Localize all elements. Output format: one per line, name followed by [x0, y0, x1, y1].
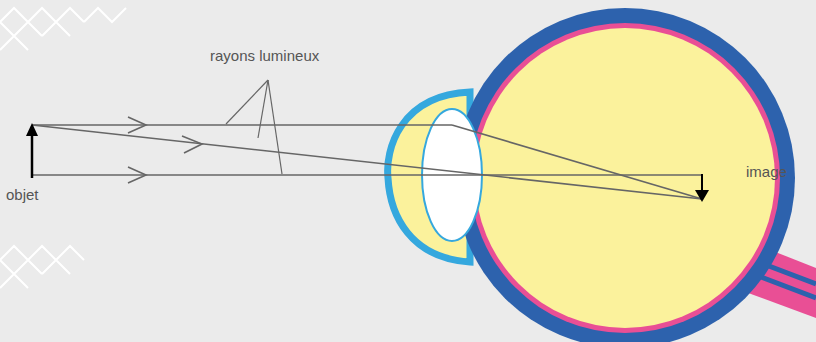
ray-label: rayons lumineux: [210, 48, 319, 65]
object-label: objet: [6, 187, 39, 204]
leader-line: [226, 80, 282, 174]
light-rays: [32, 117, 702, 199]
image-label: image: [746, 164, 787, 181]
image-arrow: [695, 174, 709, 202]
object-arrow: [26, 123, 38, 178]
decoration: [0, 8, 126, 288]
vitreous-body: [475, 28, 775, 328]
